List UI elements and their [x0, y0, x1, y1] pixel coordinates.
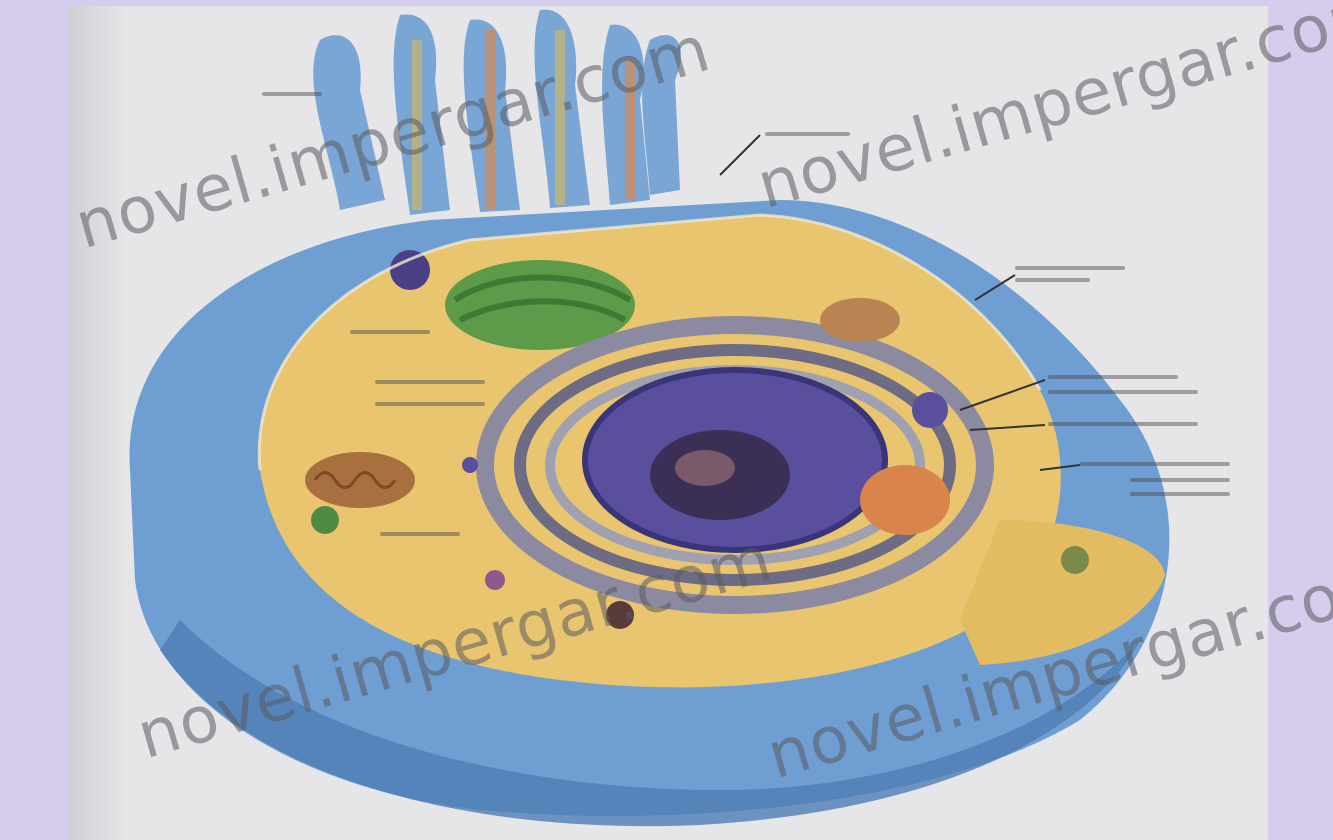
label-right-1 [1015, 266, 1125, 270]
nucleolus-core [675, 450, 735, 486]
label-right-4b [1130, 478, 1230, 482]
label-left-1 [350, 330, 430, 334]
label-right-4c [1130, 492, 1230, 496]
label-right-2b [1048, 390, 1198, 394]
label-right-1b [1015, 278, 1090, 282]
label-right-4 [1080, 462, 1230, 466]
label-left-2 [375, 380, 485, 384]
label-microvilli [262, 92, 322, 96]
label-right-2 [1048, 375, 1178, 379]
label-left-4 [380, 532, 460, 536]
label-right-3 [1048, 422, 1198, 426]
label-left-3 [375, 402, 485, 406]
